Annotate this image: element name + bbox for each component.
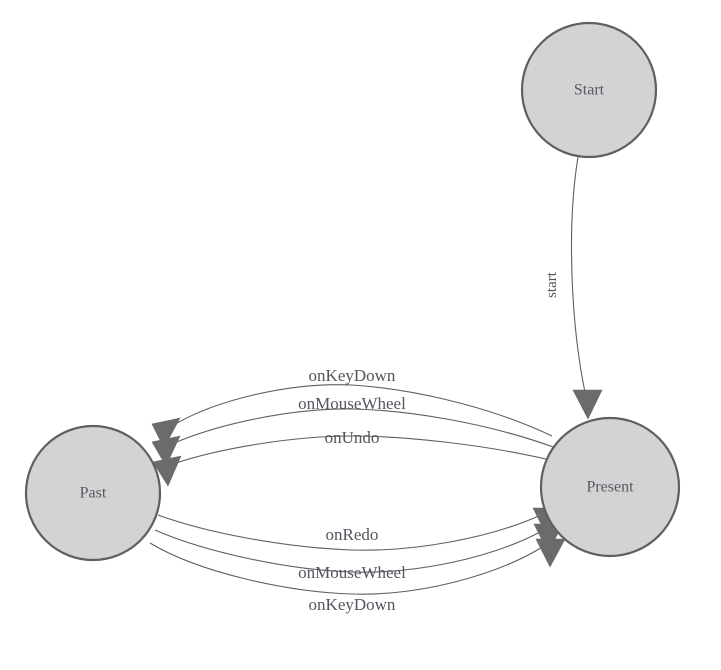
node-start-circle [520, 21, 658, 159]
edge-present-to-past-onmousewheel-path [171, 408, 557, 449]
edge-present-to-past-onmousewheel-arrowhead [151, 435, 181, 467]
edge-label-present-to-past-onkeydown: onKeyDown [309, 366, 396, 385]
edge-past-to-present-onkeydown-arrowhead [535, 538, 566, 568]
edge-past-to-present-onredo-path [157, 514, 542, 551]
edge-past-to-present-onkeydown-path [149, 542, 545, 595]
edge-present-to-past-onmousewheel[interactable]: onMouseWheel [151, 394, 557, 467]
node-start[interactable]: Start [520, 21, 658, 159]
edge-present-to-past-onkeydown-arrowhead [151, 417, 181, 449]
edge-start-to-present-path [570, 156, 586, 393]
edge-start-to-present-arrowhead [572, 389, 603, 420]
node-present-circle [539, 416, 681, 558]
node-past-circle [24, 424, 162, 562]
edge-past-to-present-onmousewheel[interactable]: onMouseWheel [154, 523, 564, 582]
edge-label-start: start [544, 271, 560, 298]
edge-label-past-to-present-onredo: onRedo [326, 525, 379, 544]
edge-past-to-present-onmousewheel-path [154, 529, 543, 573]
edge-present-to-past-onundo-path [172, 435, 551, 465]
node-past[interactable]: Past [24, 424, 162, 562]
edge-present-to-past-onkeydown-path [171, 384, 553, 437]
node-present[interactable]: Present [539, 416, 681, 558]
edge-label-past-to-present-onkeydown: onKeyDown [309, 595, 396, 614]
edge-past-to-present-onredo[interactable]: onRedo [157, 507, 563, 551]
edge-present-to-past-onundo[interactable]: onUndo [152, 428, 551, 487]
edge-start-to-present[interactable]: start [544, 156, 603, 420]
edge-label-present-to-past-onundo: onUndo [325, 428, 380, 447]
edge-present-to-past-onundo-arrowhead [152, 455, 182, 487]
